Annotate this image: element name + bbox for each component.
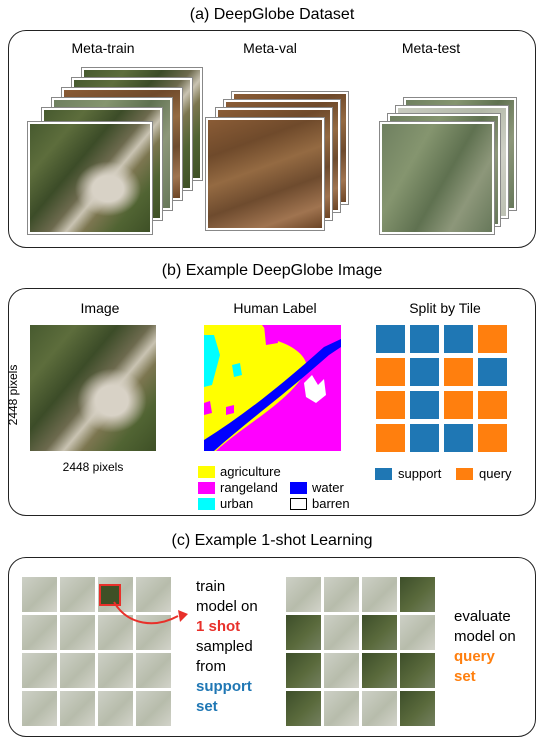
agriculture-legend-label: agriculture [220,464,281,479]
barren-swatch [290,498,307,510]
support-tile [60,653,95,688]
support-tile-faded [362,691,397,726]
support-tile [22,615,57,650]
query-tile [376,391,405,419]
query-text-1: query [454,648,495,665]
support-tile-faded [324,615,359,650]
train-text-1: train [196,578,226,595]
support-tile-faded [362,577,397,612]
support-tile [410,325,439,353]
query-tile [362,615,397,650]
section-b-title: (b) Example DeepGlobe Image [161,262,383,279]
agriculture-swatch [198,466,215,478]
human-label-map [204,325,341,451]
query-tile [286,691,321,726]
support-tile [136,653,171,688]
selected-shot-highlight [99,584,121,606]
sampled-text-2: from [196,658,226,675]
support-tile [478,358,507,386]
meta-train-image [28,122,152,234]
section-a-title: (a) DeepGlobe Dataset [189,6,355,23]
train-text-2: model on [196,598,258,615]
support-tile [136,691,171,726]
support-tile [60,691,95,726]
shot-arrow [113,601,188,625]
split-column-label: Split by Tile [409,300,481,316]
water-swatch [290,482,307,494]
support-tile [22,653,57,688]
query-text-2: set [454,668,476,685]
support-tile [410,424,439,452]
evaluate-text-1: evaluate [454,608,511,625]
support-tile [98,691,133,726]
query-tile [376,424,405,452]
query-tile [400,577,435,612]
query-tile [478,391,507,419]
barren-legend-label: barren [312,496,350,511]
rangeland-swatch [198,482,215,494]
support-tile [444,325,473,353]
human-label-column-label: Human Label [233,300,317,316]
image-height-label: 2448 pixels [6,364,20,426]
support-tile [136,577,171,612]
support-tile-faded [324,577,359,612]
support-text-1: support [196,678,252,695]
meta-val-label: Meta-val [243,40,297,56]
urban-legend-label: urban [220,496,254,511]
support-tile [444,424,473,452]
query-tile [376,358,405,386]
support-tile [410,358,439,386]
learning-panel [8,557,536,737]
urban-swatch [198,498,215,510]
rangeland-legend-label: rangeland [220,480,278,495]
meta-test-label: Meta-test [401,40,461,56]
query-tile [400,653,435,688]
support-tile [60,577,95,612]
support-tile-faded [324,653,359,688]
query-swatch [456,468,473,480]
query-tile [478,325,507,353]
meta-val-image [206,118,324,230]
query-tile [478,424,507,452]
query-tile [400,691,435,726]
query-set-tiles [286,577,438,729]
query-tile [362,653,397,688]
evaluate-text-2: model on [454,628,516,645]
support-swatch [375,468,392,480]
query-tile [286,653,321,688]
support-tile [98,653,133,688]
query-tile [444,358,473,386]
query-tile [444,391,473,419]
shot-text: 1 shot [196,618,241,635]
meta-train-label: Meta-train [71,40,135,56]
image-width-label: 2448 pixels [62,460,124,474]
split-by-tile-grid [376,325,510,453]
support-tile [22,577,57,612]
section-c-title: (c) Example 1-shot Learning [171,532,373,549]
meta-test-image [380,122,494,234]
support-tile-faded [286,577,321,612]
support-tile-faded [324,691,359,726]
support-tile [98,615,133,650]
support-tile [410,391,439,419]
example-satellite-image [30,325,156,451]
support-tile [376,325,405,353]
sampled-text-1: sampled [196,638,253,655]
support-tile-faded [400,615,435,650]
query-legend-label: query [479,466,512,481]
support-legend-label: support [398,466,442,481]
support-tile [60,615,95,650]
query-tile [286,615,321,650]
water-legend-label: water [312,480,344,495]
image-column-label: Image [80,300,120,316]
support-text-2: set [196,698,218,715]
support-tile [22,691,57,726]
